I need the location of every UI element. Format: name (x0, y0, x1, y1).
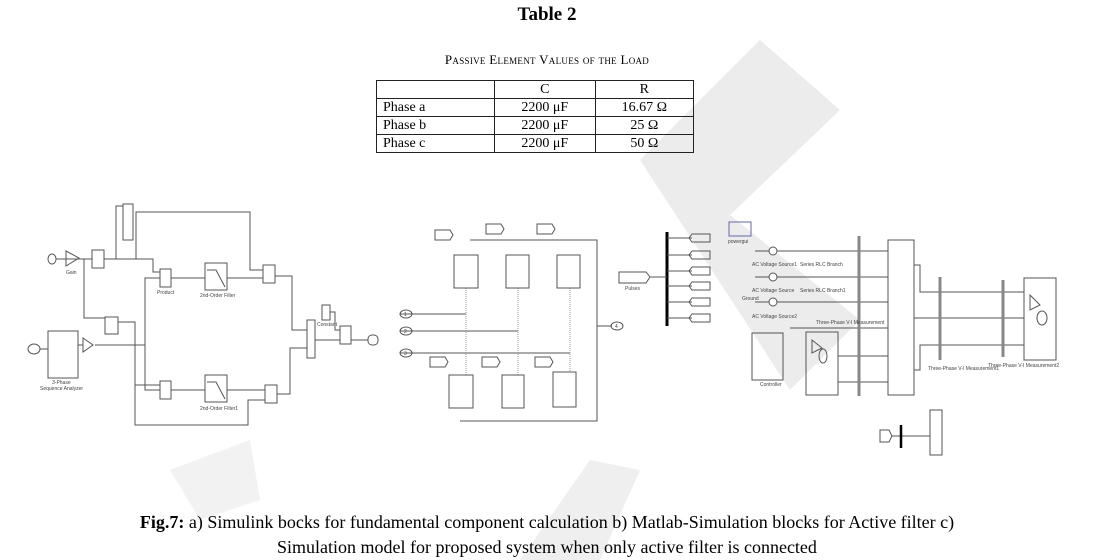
filter-icon (207, 269, 226, 288)
analyzer-label: Sequence Analyzer (40, 386, 83, 392)
load-block (1023, 277, 1057, 361)
subsystem-block (887, 239, 915, 396)
inport-3 (399, 348, 413, 358)
inverter-block (805, 331, 839, 396)
diagram-b-active-filter: 1 2 3 4 Pulses (399, 223, 711, 422)
product3-block (264, 384, 278, 404)
amplifier-icon (811, 338, 823, 354)
source-label: AC Voltage Source2 (752, 314, 797, 320)
table-cell: 2200 μF (494, 134, 596, 153)
analyzer-label: 3-Phase (52, 380, 71, 386)
port-label: 2 (404, 329, 407, 335)
product-label: Product (157, 290, 175, 296)
port-4 (610, 321, 624, 331)
product-output-block (339, 325, 352, 345)
igbt-block (505, 254, 530, 289)
rlc-label: Series RLC Branch1 (800, 288, 846, 294)
table-cell: 50 Ω (594, 134, 695, 153)
inport-1 (399, 309, 413, 319)
filter-label: 2nd-Order Filter (200, 293, 236, 299)
clock-block (47, 253, 57, 265)
source-label: AC Voltage Source1 (752, 262, 797, 268)
powergui-block (728, 221, 752, 237)
goto-tags (429, 223, 556, 368)
inport-2 (399, 326, 413, 336)
gain1-block (82, 337, 94, 353)
igbt-block (453, 254, 479, 289)
scope-block (122, 203, 134, 241)
load-values-table: C R Phase a 2200 μF 16.67 Ω Phase b 2200… (376, 80, 695, 153)
diagram-c-simulation-model: powergui AC Voltage Source1 Series RLC B… (728, 221, 1059, 456)
constant-block (321, 304, 331, 321)
filter1-block (204, 374, 228, 403)
diagram-a-fundamental-component: Gain Product 2nd-Order Filter 2nd-Order … (27, 203, 379, 426)
table-caption: Passive Element Values of the Load (444, 52, 650, 67)
igbt-block (501, 374, 525, 409)
wires (134, 275, 307, 426)
table-cell: 2200 μF (494, 116, 596, 135)
product2-block (262, 264, 276, 284)
caption-text: a) Simulink bocks for fundamental compon… (188, 512, 955, 532)
source-icon (1036, 310, 1048, 326)
table-cell: Phase c (376, 134, 495, 153)
port-label: 4 (615, 324, 618, 330)
igbt-block (556, 254, 581, 289)
scope-block (929, 409, 943, 456)
powergui-label: powergui (728, 239, 748, 245)
wires (755, 250, 1024, 383)
igbt-block (552, 371, 577, 408)
ground-label: Ground (742, 296, 759, 302)
vi-label: Three-Phase V-I Measurement (816, 320, 885, 326)
vi1-label: Three-Phase V-I Measurement1 (928, 366, 999, 372)
port-label: 3 (404, 351, 407, 357)
source-label: AC Voltage Source (752, 288, 794, 294)
amplifier-icon (1029, 293, 1041, 311)
sin-block (91, 249, 105, 269)
product-block (159, 268, 172, 288)
goto-output-tags (667, 233, 711, 323)
sum-block (306, 319, 316, 359)
igbt-block (448, 374, 474, 409)
table-header-row: C R (376, 80, 695, 99)
watermark-chevron-left (170, 440, 260, 520)
vi2-label: Three-Phase V-I Measurement2 (988, 363, 1059, 369)
caption-line-2: Simulation model for proposed system whe… (277, 537, 817, 557)
pulses-tag (618, 271, 667, 284)
source-icon (818, 348, 828, 364)
ac-source (768, 272, 778, 282)
controller-label: Controller (760, 382, 782, 388)
wires (465, 288, 571, 375)
wires (315, 311, 368, 341)
gain-label: Gain (66, 270, 77, 276)
product1-block (159, 380, 172, 400)
rlc-label: Series RLC Branch (800, 262, 843, 268)
wires (400, 239, 612, 422)
outport (367, 334, 379, 346)
ac-source (768, 297, 778, 307)
filter1-label: 2nd-Order Filter1 (200, 406, 238, 412)
sequence-analyzer-block (47, 330, 79, 379)
figure-label: Fig.7: (139, 512, 185, 532)
ac-source (768, 246, 778, 256)
wires (40, 344, 83, 350)
controller-block (751, 332, 784, 381)
filter-block (204, 262, 228, 291)
cos-block (104, 316, 119, 335)
constant-label: Constant (317, 322, 338, 328)
wires (56, 205, 263, 391)
pulses-label: Pulses (625, 286, 641, 292)
table-row: Phase c 2200 μF 50 Ω (376, 134, 695, 153)
port-label: 1 (404, 312, 407, 318)
from-tag (879, 429, 930, 443)
caption-line-1: Fig.7: a) Simulink bocks for fundamental… (0, 510, 1094, 535)
table-heading: Table 2 (517, 4, 577, 25)
figure-caption: Fig.7: a) Simulink bocks for fundamental… (0, 510, 1094, 560)
filter1-icon (207, 381, 226, 400)
inport (27, 343, 41, 355)
watermark-chevron-bottom (520, 460, 640, 560)
